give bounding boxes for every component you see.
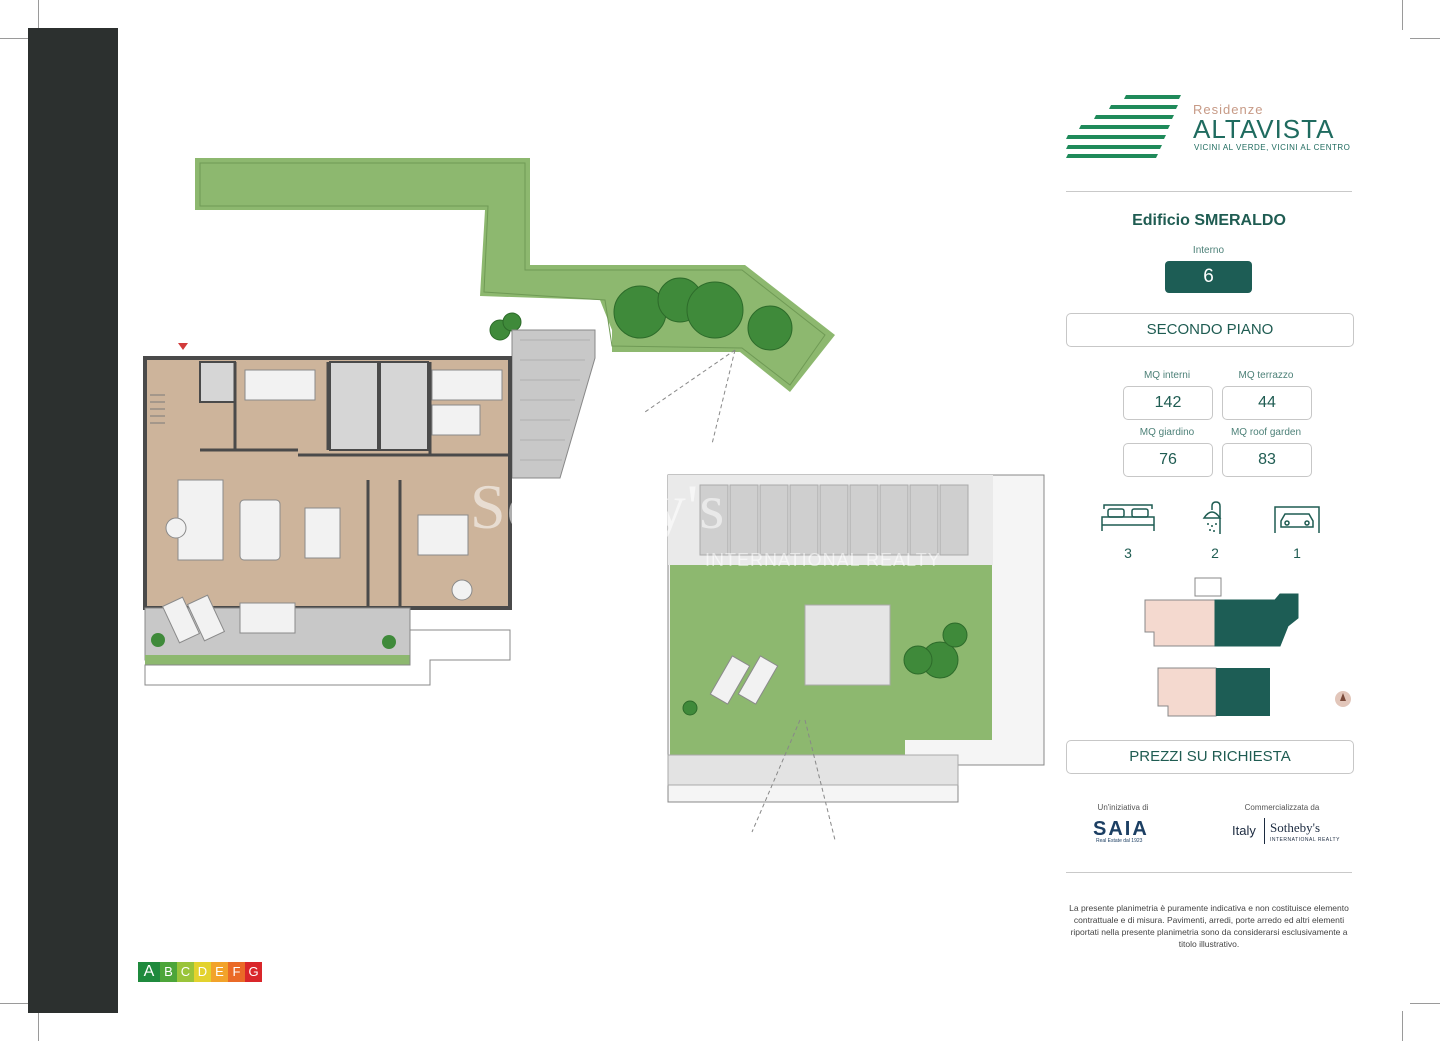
- logo-tagline: VICINI AL VERDE, VICINI AL CENTRO: [1194, 143, 1351, 152]
- logo-small-text: Residenze: [1193, 102, 1264, 117]
- saia-logo: SAIA: [1093, 818, 1149, 840]
- area-label-roof-garden: MQ roof garden: [1230, 427, 1302, 438]
- bed-icon: [1101, 504, 1155, 531]
- entrance-arrow: [178, 343, 188, 350]
- initiative-label: Un'iniziativa di: [1097, 803, 1149, 812]
- car-count: 1: [1293, 545, 1301, 561]
- prices-button[interactable]: PREZZI SU RICHIESTA: [1066, 740, 1354, 774]
- watermark-subtext: INTERNATIONAL REALTY: [705, 550, 941, 570]
- building-name: SMERALDO: [1194, 212, 1286, 229]
- energy-class-d: D: [194, 962, 211, 982]
- solar-panels: [699, 484, 969, 556]
- garden-strip: [195, 158, 835, 392]
- floor-plan: [143, 158, 1045, 841]
- shower-count: 2: [1211, 545, 1219, 561]
- area-label-giardino: MQ giardino: [1139, 427, 1195, 438]
- area-label-interni: MQ interni: [1143, 370, 1191, 381]
- interno-label: Interno: [1192, 245, 1225, 256]
- area-value-roof-garden: 83: [1222, 443, 1312, 477]
- bed-count: 3: [1124, 545, 1132, 561]
- tree-group: [489, 277, 793, 351]
- energy-class-c: C: [177, 962, 194, 982]
- energy-class-b: B: [160, 962, 177, 982]
- divider: [1066, 872, 1352, 873]
- crop-mark: [1410, 38, 1440, 39]
- area-value-terrazzo: 44: [1222, 386, 1312, 420]
- building-key-plan: [1144, 577, 1351, 717]
- crop-mark: [0, 1003, 30, 1004]
- saia-subtext: Real Estate dal 1923: [1096, 838, 1143, 844]
- floor-label: SECONDO PIANO: [1066, 313, 1354, 347]
- altavista-logo-mark: [1066, 95, 1181, 158]
- crop-mark: [38, 1011, 39, 1041]
- divider: [1066, 191, 1352, 192]
- crop-mark: [38, 0, 39, 30]
- energy-class-f: F: [228, 962, 245, 982]
- partner-divider: [1264, 818, 1265, 844]
- area-label-terrazzo: MQ terrazzo: [1238, 370, 1294, 381]
- energy-class-e: E: [211, 962, 228, 982]
- logo-main-text: ALTAVISTA: [1193, 114, 1335, 144]
- dark-sidebar: [28, 28, 118, 1013]
- sothebys-subtext: INTERNATIONAL REALTY: [1270, 837, 1340, 843]
- building-prefix: Edificio: [1132, 212, 1190, 229]
- energy-class-a: A: [138, 962, 160, 982]
- crop-mark: [1410, 1003, 1440, 1004]
- area-value-giardino: 76: [1123, 443, 1213, 477]
- sales-label: Commercializzata da: [1244, 803, 1320, 812]
- crop-mark: [0, 38, 30, 39]
- shower-icon: [1202, 501, 1222, 534]
- car-icon: [1274, 506, 1320, 533]
- italy-text: Italy: [1232, 823, 1256, 838]
- energy-class-bar: A B C D E F G: [138, 962, 262, 982]
- crop-mark: [1402, 1011, 1403, 1041]
- terrace-wedge: [511, 329, 596, 479]
- area-value-interni: 142: [1123, 386, 1213, 420]
- interno-value: 6: [1165, 261, 1252, 293]
- energy-class-g: G: [245, 962, 262, 982]
- crop-mark: [1402, 0, 1403, 30]
- building-title: Edificio SMERALDO: [1066, 212, 1352, 230]
- disclaimer-text: La presente planimetria è puramente indi…: [1069, 903, 1349, 949]
- sothebys-logo: Sotheby's: [1270, 820, 1321, 835]
- furniture: [165, 369, 503, 601]
